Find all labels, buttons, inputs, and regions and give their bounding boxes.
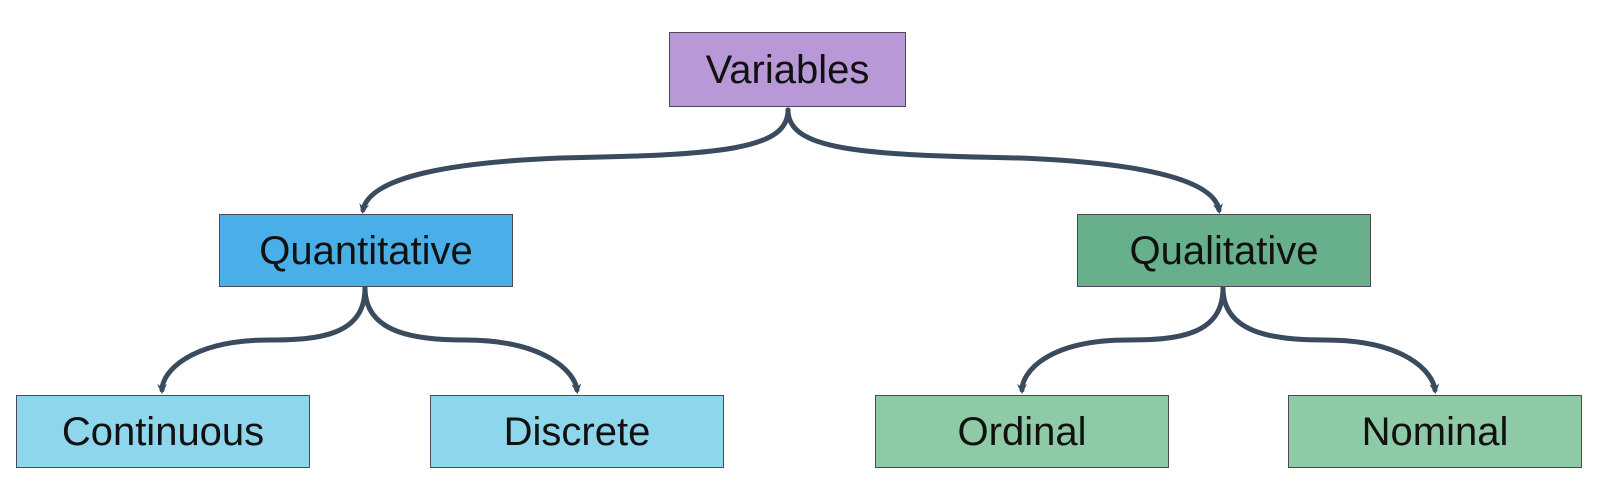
edge-qualitative-to-ordinal xyxy=(1017,285,1226,394)
node-qualitative-label: Qualitative xyxy=(1129,228,1319,273)
node-qualitative: Qualitative xyxy=(1077,214,1371,287)
node-nominal: Nominal xyxy=(1288,395,1582,468)
edge-variables-to-quantitative xyxy=(359,107,791,214)
node-quantitative-label: Quantitative xyxy=(259,228,473,273)
edge-quantitative-to-discrete xyxy=(362,285,582,394)
node-nominal-label: Nominal xyxy=(1361,409,1509,454)
node-quantitative: Quantitative xyxy=(219,214,513,287)
node-variables-label: Variables xyxy=(705,47,870,92)
node-ordinal-label: Ordinal xyxy=(957,409,1087,454)
edge-qualitative-to-nominal xyxy=(1220,285,1440,394)
node-ordinal: Ordinal xyxy=(875,395,1169,468)
edge-variables-to-qualitative xyxy=(785,107,1223,214)
node-discrete-label: Discrete xyxy=(503,409,651,454)
node-variables: Variables xyxy=(669,32,906,107)
node-continuous-label: Continuous xyxy=(61,409,265,454)
node-discrete: Discrete xyxy=(430,395,724,468)
node-continuous: Continuous xyxy=(16,395,310,468)
edge-quantitative-to-continuous xyxy=(157,285,368,394)
